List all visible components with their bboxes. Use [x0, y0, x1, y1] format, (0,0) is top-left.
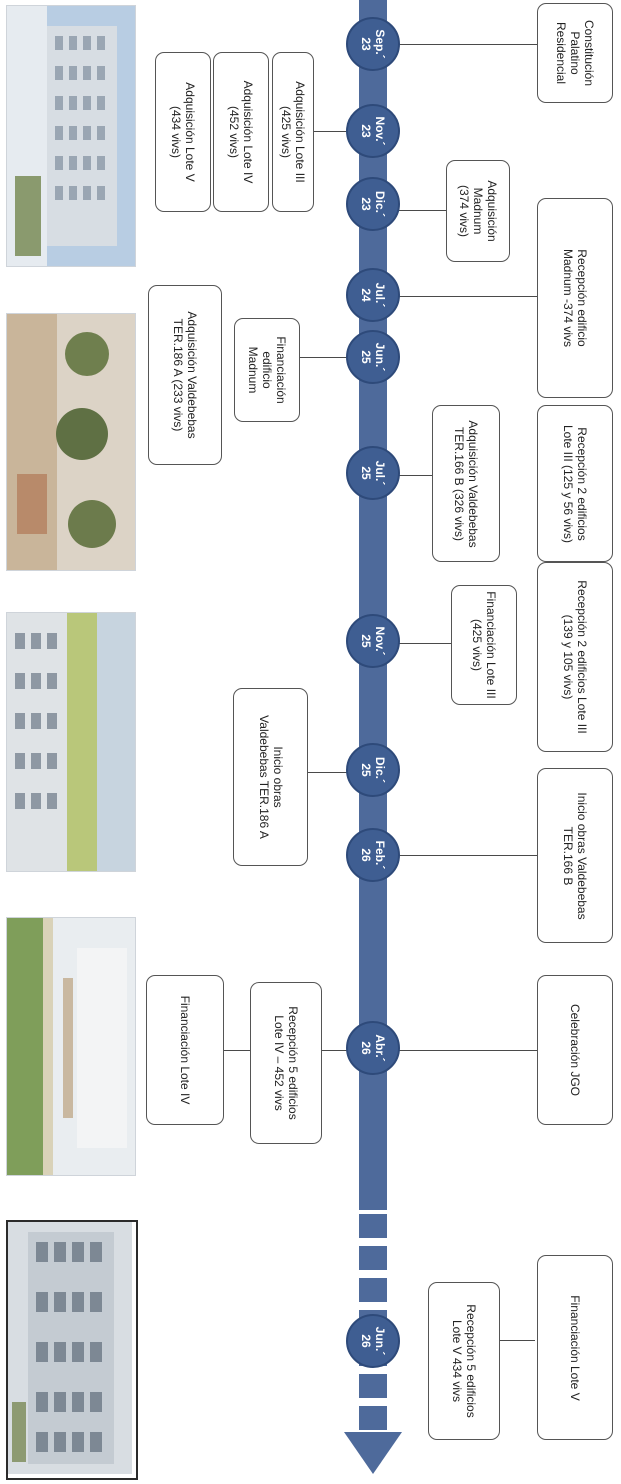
event-text: Recepción 2 edificios Lote III (125 y 56… — [561, 424, 589, 543]
event-text: Financiación Lote V — [568, 1294, 582, 1401]
node-label: Feb.´26 — [359, 840, 387, 870]
photo-building-5 — [6, 1220, 138, 1480]
photo-building-4 — [6, 917, 136, 1176]
timeline-arrowhead — [344, 1432, 402, 1474]
event-text: Adquisición Valdebebas TER.166 B (326 vi… — [452, 419, 480, 548]
photo-building-3 — [6, 612, 136, 872]
event-box: Recepción 2 edificios Lote III (139 y 10… — [537, 562, 613, 752]
timeline-node: Jul.´24 — [346, 268, 400, 322]
timeline-node: Feb.´26 — [346, 828, 400, 882]
connector — [300, 357, 348, 358]
event-box: Adquisición Valdebebas TER.186 A (233 vi… — [148, 285, 222, 465]
timeline-node: Jun.´25 — [346, 330, 400, 384]
event-box: Recepción 5 edificios Lote IV – 452 vivs — [250, 982, 322, 1144]
node-label: Jul.´24 — [359, 282, 387, 308]
event-box: Adquisición Lote V (434 vivs) — [155, 52, 211, 212]
event-box: Financiación Lote III (425 vivs) — [451, 585, 517, 705]
connector — [483, 1340, 535, 1341]
event-text: Inicio obras Valdebebas TER.166 B — [561, 791, 589, 920]
connector — [314, 131, 348, 132]
event-text: Adquisición Lote III (425 vivs) — [279, 81, 307, 183]
timeline-node: Nov.´23 — [346, 104, 400, 158]
node-label: Nov.´25 — [359, 626, 387, 656]
event-box: Recepción 5 edificios Lote V 434 vivs — [428, 1282, 500, 1440]
node-label: Jul.´25 — [359, 460, 387, 486]
event-text: Recepción 2 edificios Lote III (139 y 10… — [561, 580, 589, 734]
node-label: Abr.´26 — [359, 1034, 387, 1062]
connector — [399, 210, 446, 211]
node-label: Dic.´25 — [359, 756, 387, 783]
connector — [399, 1050, 537, 1051]
event-box: Adquisición Lote IV (452 vivs) — [213, 52, 269, 212]
connector — [224, 1050, 250, 1051]
event-text: Celebración JGO — [568, 1003, 582, 1097]
node-label: Jun.´25 — [359, 342, 387, 372]
event-box: Recepción edificio Madnum -374 vivs — [537, 198, 613, 398]
event-box: Inicio obras Valdebebas TER.166 B — [537, 768, 613, 943]
event-box: Financiación Lote IV — [146, 975, 224, 1125]
node-label: Jun.´26 — [359, 1326, 387, 1356]
event-text: Inicio obras Valdebebas TER.186 A — [256, 715, 285, 839]
node-label: Dic.´23 — [359, 190, 387, 217]
timeline-node: Nov.´25 — [346, 614, 400, 668]
event-box: Celebración JGO — [537, 975, 613, 1125]
event-text: Financiación edificio Madnum — [246, 336, 288, 404]
event-box: Adquisición Lote III (425 vivs) — [272, 52, 314, 212]
timeline-node: Abr.´26 — [346, 1021, 400, 1075]
event-text: Recepción 5 edificios Lote IV – 452 vivs — [272, 1006, 300, 1120]
event-text: Adquisición Madnum (374 vivs) — [457, 180, 499, 242]
node-label: Nov.´23 — [359, 116, 387, 146]
event-text: Constitución Palatino Residencial — [554, 19, 596, 87]
timeline-node: Sep.´23 — [346, 17, 400, 71]
event-box: Adquisición Madnum (374 vivs) — [446, 160, 510, 262]
event-text: Financiación Lote III (425 vivs) — [470, 591, 498, 699]
event-text: Recepción edificio Madnum -374 vivs — [561, 248, 589, 348]
event-box: Inicio obras Valdebebas TER.186 A — [233, 688, 308, 866]
event-text: Adquisición Lote IV (452 vivs) — [227, 80, 255, 184]
event-box: Financiación edificio Madnum — [234, 318, 300, 422]
connector — [399, 475, 433, 476]
connector — [308, 772, 348, 773]
event-box: Constitución Palatino Residencial — [537, 3, 613, 103]
timeline-node: Jun.´26 — [346, 1314, 400, 1368]
event-text: Recepción 5 edificios Lote V 434 vivs — [450, 1304, 478, 1418]
connector — [399, 643, 451, 644]
event-text: Adquisición Lote V (434 vivs) — [169, 82, 197, 182]
node-label: Sep.´23 — [359, 29, 387, 59]
timeline-node: Dic.´25 — [346, 743, 400, 797]
connector — [399, 44, 537, 45]
timeline-node: Jul.´25 — [346, 446, 400, 500]
photo-building-2 — [6, 313, 136, 571]
event-text: Adquisición Valdebebas TER.186 A (233 vi… — [171, 311, 199, 439]
connector — [399, 855, 537, 856]
timeline-node: Dic.´23 — [346, 177, 400, 231]
event-box: Recepción 2 edificios Lote III (125 y 56… — [537, 405, 613, 562]
connector — [322, 1050, 348, 1051]
photo-building-1 — [6, 5, 136, 267]
event-box: Adquisición Valdebebas TER.166 B (326 vi… — [432, 405, 500, 562]
event-box: Financiación Lote V — [537, 1255, 613, 1440]
event-text: Financiación Lote IV — [178, 995, 192, 1105]
connector — [399, 296, 537, 297]
